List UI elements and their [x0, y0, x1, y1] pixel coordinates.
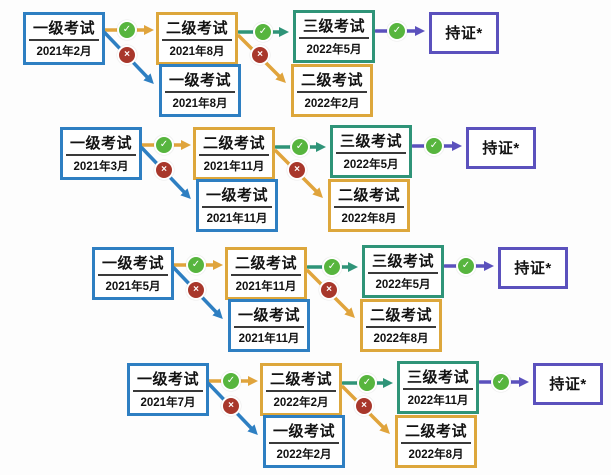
- flow-row-feb-2021: 一级考试 2021年2月 二级考试 2021年8月 一级考试 2021年8月 三…: [23, 10, 513, 122]
- exam-date: 2022年2月: [304, 98, 360, 110]
- exam-date: 2022年11月: [407, 395, 469, 407]
- pass-check-icon: ✓: [253, 22, 273, 42]
- exam-node-level2: 二级考试 2021年11月: [225, 247, 307, 300]
- pass-check-icon: ✓: [456, 256, 476, 276]
- exam-title: 二级考试: [366, 304, 436, 328]
- exam-node-level1-retry: 一级考试 2021年11月: [196, 179, 278, 232]
- pass-check-icon: ✓: [387, 21, 407, 41]
- exam-title: 一级考试: [66, 132, 136, 156]
- exam-node-level1: 一级考试 2021年3月: [60, 127, 142, 180]
- exam-title: 二级考试: [297, 69, 367, 93]
- pass-check-icon: ✓: [221, 371, 241, 391]
- exam-date: 2021年3月: [73, 161, 129, 173]
- certificate-node: 持证*: [429, 12, 499, 54]
- exam-title: 二级考试: [401, 420, 471, 444]
- exam-date: 2021年8月: [169, 46, 225, 58]
- certificate-node: 持证*: [498, 247, 568, 289]
- certificate-node: 持证*: [466, 127, 536, 169]
- exam-node-level1: 一级考试 2021年7月: [127, 363, 209, 416]
- exam-title: 三级考试: [299, 15, 369, 39]
- exam-node-level1-retry: 一级考试 2021年11月: [228, 299, 310, 352]
- fail-cross-icon: ×: [354, 396, 374, 416]
- exam-node-level3: 三级考试 2022年5月: [330, 125, 412, 178]
- exam-node-level2-retry: 二级考试 2022年2月: [291, 64, 373, 117]
- exam-title: 一级考试: [234, 304, 304, 328]
- pass-check-icon: ✓: [154, 135, 174, 155]
- exam-node-level2: 二级考试 2021年8月: [156, 12, 238, 65]
- exam-date: 2021年5月: [105, 281, 161, 293]
- pass-check-icon: ✓: [186, 255, 206, 275]
- exam-date: 2021年11月: [206, 213, 268, 225]
- fail-cross-icon: ×: [117, 45, 137, 65]
- exam-title: 三级考试: [368, 250, 438, 274]
- pass-check-icon: ✓: [290, 137, 310, 157]
- exam-node-level2-retry: 二级考试 2022年8月: [328, 179, 410, 232]
- exam-date: 2021年2月: [36, 46, 92, 58]
- exam-node-level2-retry: 二级考试 2022年8月: [395, 415, 477, 468]
- exam-title: 一级考试: [29, 17, 99, 41]
- exam-node-level3: 三级考试 2022年11月: [397, 361, 479, 414]
- flow-row-mar-2021: 一级考试 2021年3月 二级考试 2021年11月 一级考试 2021年11月…: [60, 125, 550, 237]
- exam-date: 2022年5月: [343, 159, 399, 171]
- pass-check-icon: ✓: [357, 373, 377, 393]
- exam-date: 2021年11月: [203, 161, 265, 173]
- exam-title: 一级考试: [165, 69, 235, 93]
- fail-cross-icon: ×: [250, 45, 270, 65]
- exam-title: 一级考试: [269, 420, 339, 444]
- pass-check-icon: ✓: [117, 20, 137, 40]
- pass-check-icon: ✓: [424, 136, 444, 156]
- flow-row-may-2021: 一级考试 2021年5月 二级考试 2021年11月 一级考试 2021年11月…: [92, 245, 582, 357]
- fail-cross-icon: ×: [319, 280, 339, 300]
- exam-title: 二级考试: [199, 132, 269, 156]
- exam-date: 2022年8月: [408, 449, 464, 461]
- exam-date: 2022年8月: [341, 213, 397, 225]
- pass-check-icon: ✓: [322, 257, 342, 277]
- fail-cross-icon: ×: [186, 280, 206, 300]
- exam-title: 二级考试: [334, 184, 404, 208]
- certificate-node: 持证*: [533, 363, 603, 405]
- exam-date: 2021年7月: [140, 397, 196, 409]
- fail-cross-icon: ×: [287, 160, 307, 180]
- exam-node-level1: 一级考试 2021年5月: [92, 247, 174, 300]
- exam-date: 2022年2月: [276, 449, 332, 461]
- exam-date: 2022年5月: [375, 279, 431, 291]
- exam-title: 三级考试: [403, 366, 473, 390]
- exam-node-level1-retry: 一级考试 2022年2月: [263, 415, 345, 468]
- exam-date: 2022年5月: [306, 44, 362, 56]
- exam-title: 一级考试: [202, 184, 272, 208]
- fail-cross-icon: ×: [154, 160, 174, 180]
- exam-title: 一级考试: [98, 252, 168, 276]
- exam-title: 二级考试: [266, 368, 336, 392]
- flow-row-jul-2021: 一级考试 2021年7月 二级考试 2022年2月 一级考试 2022年2月 三…: [127, 361, 611, 473]
- exam-node-level3: 三级考试 2022年5月: [362, 245, 444, 298]
- exam-title: 二级考试: [231, 252, 301, 276]
- exam-date: 2021年8月: [172, 98, 228, 110]
- exam-date: 2022年2月: [273, 397, 329, 409]
- exam-node-level2: 二级考试 2021年11月: [193, 127, 275, 180]
- exam-node-level3: 三级考试 2022年5月: [293, 10, 375, 63]
- exam-date: 2021年11月: [235, 281, 297, 293]
- fail-cross-icon: ×: [221, 396, 241, 416]
- exam-node-level1: 一级考试 2021年2月: [23, 12, 105, 65]
- exam-node-level2-retry: 二级考试 2022年8月: [360, 299, 442, 352]
- pass-check-icon: ✓: [491, 372, 511, 392]
- exam-date: 2022年8月: [373, 333, 429, 345]
- exam-date: 2021年11月: [238, 333, 300, 345]
- exam-title: 二级考试: [162, 17, 232, 41]
- exam-node-level2: 二级考试 2022年2月: [260, 363, 342, 416]
- exam-node-level1-retry: 一级考试 2021年8月: [159, 64, 241, 117]
- exam-title: 三级考试: [336, 130, 406, 154]
- exam-title: 一级考试: [133, 368, 203, 392]
